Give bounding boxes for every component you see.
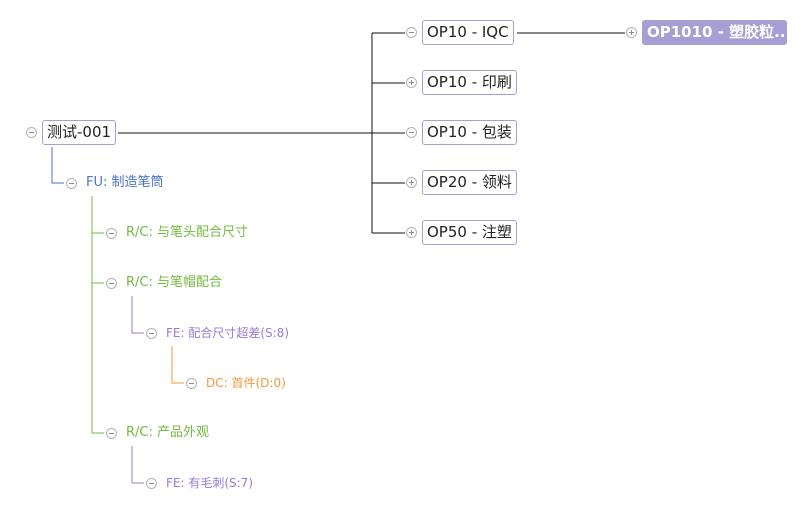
requirement-1-collapse-toggle[interactable]: [106, 228, 117, 239]
requirement-label-2[interactable]: R/C: 与笔帽配合: [126, 275, 223, 290]
function-connector: [51, 147, 64, 184]
failure-effect-connector-1: [131, 296, 144, 334]
requirement-3-collapse-toggle[interactable]: [106, 428, 117, 439]
op-pack-collapse-toggle[interactable]: [406, 127, 417, 138]
failure-effect-1-collapse-toggle[interactable]: [146, 328, 157, 339]
detection-collapse-toggle[interactable]: [186, 378, 197, 389]
op-print-expand-toggle[interactable]: [406, 77, 417, 88]
operation-node-print[interactable]: OP10 - 印刷: [422, 70, 517, 95]
op-iqc-collapse-toggle[interactable]: [406, 27, 417, 38]
function-collapse-toggle[interactable]: [66, 178, 77, 189]
failure-effect-label-2[interactable]: FE: 有毛刺(S:7): [166, 476, 254, 490]
requirement-2-collapse-toggle[interactable]: [106, 278, 117, 289]
requirement-label-1[interactable]: R/C: 与笔头配合尺寸: [126, 225, 249, 240]
detection-label[interactable]: DC: 首件(D:0): [206, 376, 286, 390]
requirement-label-3[interactable]: R/C: 产品外观: [126, 425, 210, 440]
failure-effect-2-collapse-toggle[interactable]: [146, 478, 157, 489]
function-label[interactable]: FU: 制造笔筒: [86, 175, 164, 190]
detection-connector: [171, 346, 184, 384]
requirement-connectors: [91, 196, 104, 434]
failure-effect-connector-2: [131, 446, 144, 484]
op-material-expand-toggle[interactable]: [406, 177, 417, 188]
operation-node-molding[interactable]: OP50 - 注塑: [422, 220, 517, 245]
operation-node-pack[interactable]: OP10 - 包装: [422, 120, 517, 145]
root-node[interactable]: 测试-001: [42, 120, 117, 145]
operation-node-iqc[interactable]: OP10 - IQC: [422, 20, 514, 45]
op-molding-expand-toggle[interactable]: [406, 227, 417, 238]
sub-op-expand-toggle[interactable]: [626, 27, 637, 38]
failure-effect-label-1[interactable]: FE: 配合尺寸超差(S:8): [166, 326, 290, 340]
operation-connectors: [118, 32, 625, 234]
sub-operation-node[interactable]: OP1010 - 塑胶粒...: [642, 20, 787, 45]
operation-node-material[interactable]: OP20 - 领料: [422, 170, 517, 195]
root-collapse-toggle[interactable]: [26, 127, 37, 138]
